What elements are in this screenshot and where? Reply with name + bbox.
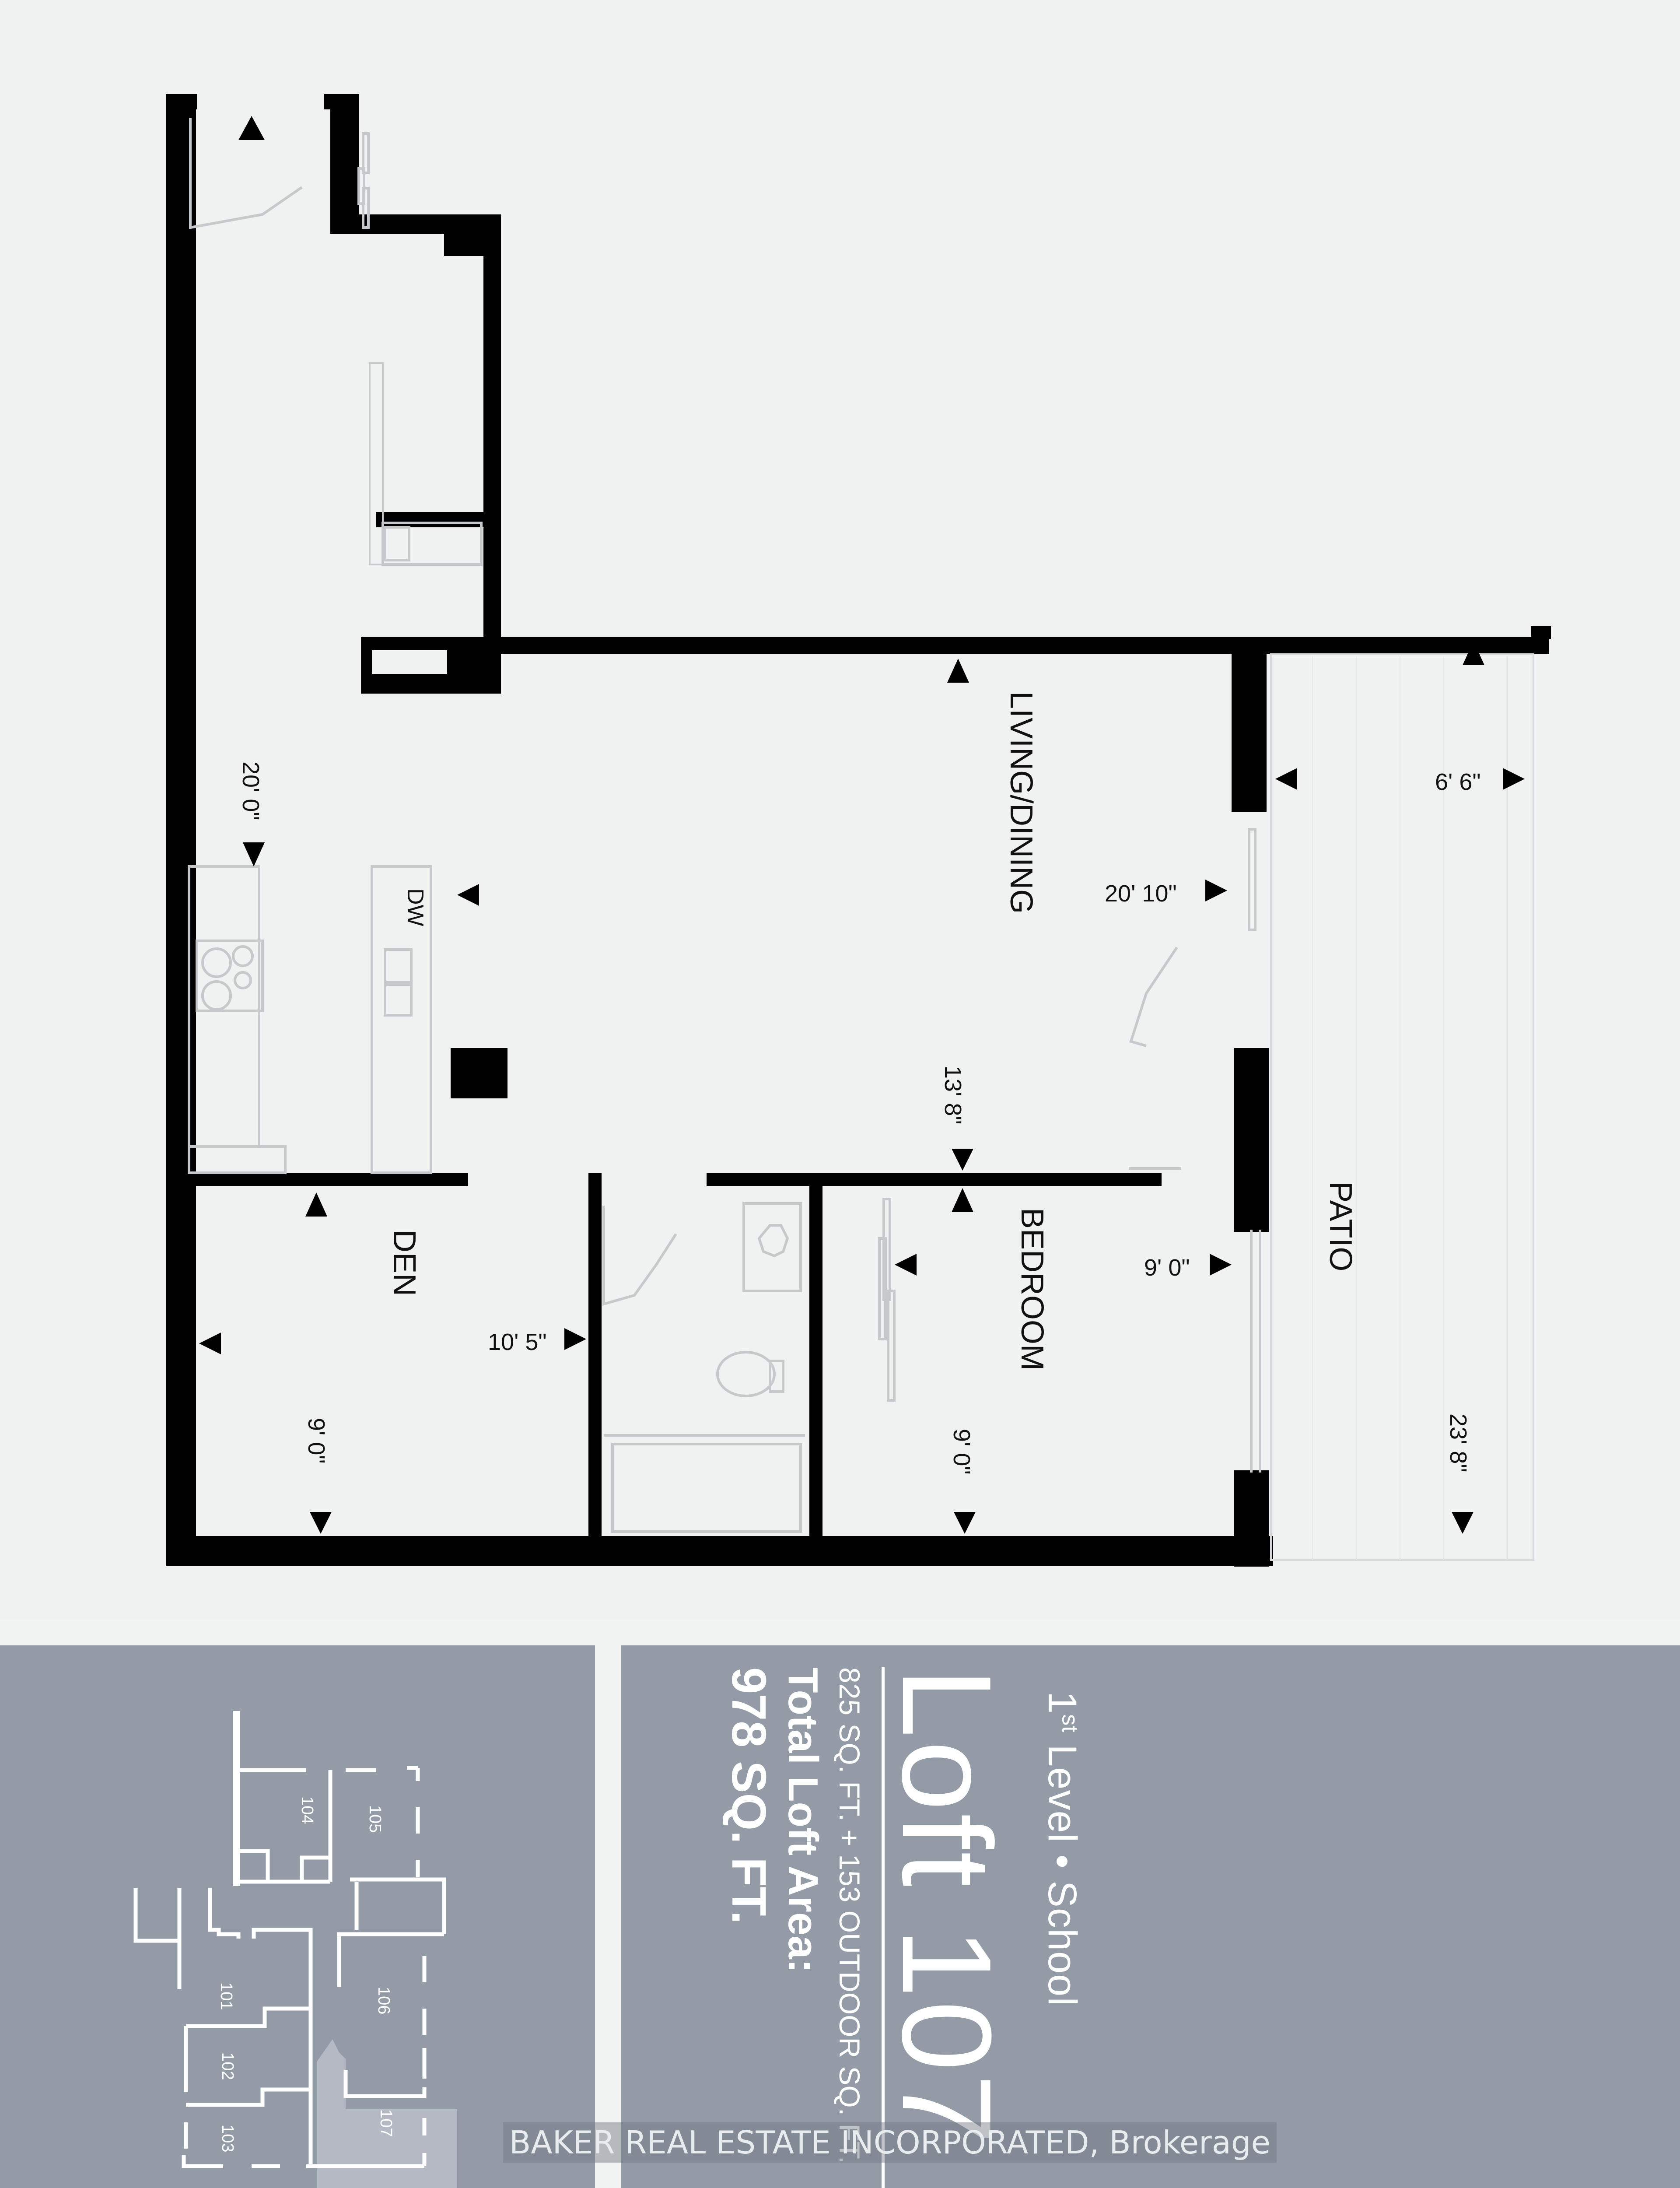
unit-label-106: 106 bbox=[374, 1987, 393, 2014]
unit-label-102: 102 bbox=[218, 2052, 237, 2080]
living-dining-label: LIVING/DINING bbox=[1004, 691, 1039, 914]
patio-width-dimension: 6' 6" bbox=[1435, 769, 1481, 795]
level-school-text: Level • School bbox=[1040, 1732, 1085, 2006]
key-plan-panel: 104 105 101 106 102 107 103 bbox=[0, 1645, 595, 2188]
level-suffix: st bbox=[1057, 1714, 1083, 1733]
dimension-arrows bbox=[199, 116, 1525, 1534]
brokerage-watermark: BAKER REAL ESTATE INCORPORATED, Brokerag… bbox=[503, 2122, 1277, 2163]
patio-label: PATIO bbox=[1323, 1182, 1358, 1271]
unit-label-105: 105 bbox=[366, 1805, 384, 1833]
level-text: 1st Level • School bbox=[1039, 1691, 1085, 2006]
den-label: DEN bbox=[387, 1230, 422, 1296]
bedroom-depth-dimension: 9' 0" bbox=[948, 1429, 975, 1475]
loft-title: Loft 107 bbox=[876, 1667, 1018, 2147]
total-area-value: 978 SQ. FT. bbox=[722, 1667, 776, 1924]
dishwasher-label: DW bbox=[402, 888, 428, 926]
unit-label-103: 103 bbox=[218, 2125, 237, 2152]
living-width-dimension: 20' 10" bbox=[1105, 880, 1177, 907]
title-divider bbox=[882, 1667, 885, 2188]
floor-plan: LIVING/DINING DEN BEDROOM PATIO DW 20' 0… bbox=[166, 94, 1551, 1567]
key-plan-walls bbox=[133, 1711, 446, 2168]
den-depth-dimension: 9' 0" bbox=[303, 1418, 329, 1464]
total-area-label: Total Loft Area: bbox=[780, 1667, 826, 1973]
patio-length-dimension: 23' 8" bbox=[1445, 1413, 1471, 1473]
living-depth-dimension: 13' 8" bbox=[940, 1066, 966, 1125]
bedroom-label: BEDROOM bbox=[1015, 1208, 1050, 1371]
den-width-dimension: 10' 5" bbox=[488, 1329, 547, 1355]
floor-plan-drawing: LIVING/DINING DEN BEDROOM PATIO DW 20' 0… bbox=[166, 94, 1551, 1567]
bedroom-width-dimension: 9' 0" bbox=[1144, 1255, 1190, 1281]
unit-label-101: 101 bbox=[217, 1982, 235, 2010]
highlighted-unit-107 bbox=[317, 2039, 457, 2188]
kitchen-length-dimension: 20' 0" bbox=[238, 761, 264, 820]
level-number: 1 bbox=[1040, 1691, 1085, 1715]
unit-label-107: 107 bbox=[377, 2109, 395, 2137]
unit-label-104: 104 bbox=[298, 1796, 316, 1824]
unit-labels: 104 105 101 106 102 107 103 bbox=[217, 1796, 395, 2152]
key-plan-drawing: 104 105 101 106 102 107 103 bbox=[133, 1711, 457, 2188]
sqft-breakdown: 825 SQ. FT. + 153 OUTDOOR SQ. FT. bbox=[833, 1667, 866, 2164]
fixtures bbox=[188, 118, 1534, 1561]
loft-info-panel: 1st Level • School Loft 107 825 SQ. FT. … bbox=[621, 1645, 1680, 2188]
walls bbox=[166, 94, 1551, 1567]
